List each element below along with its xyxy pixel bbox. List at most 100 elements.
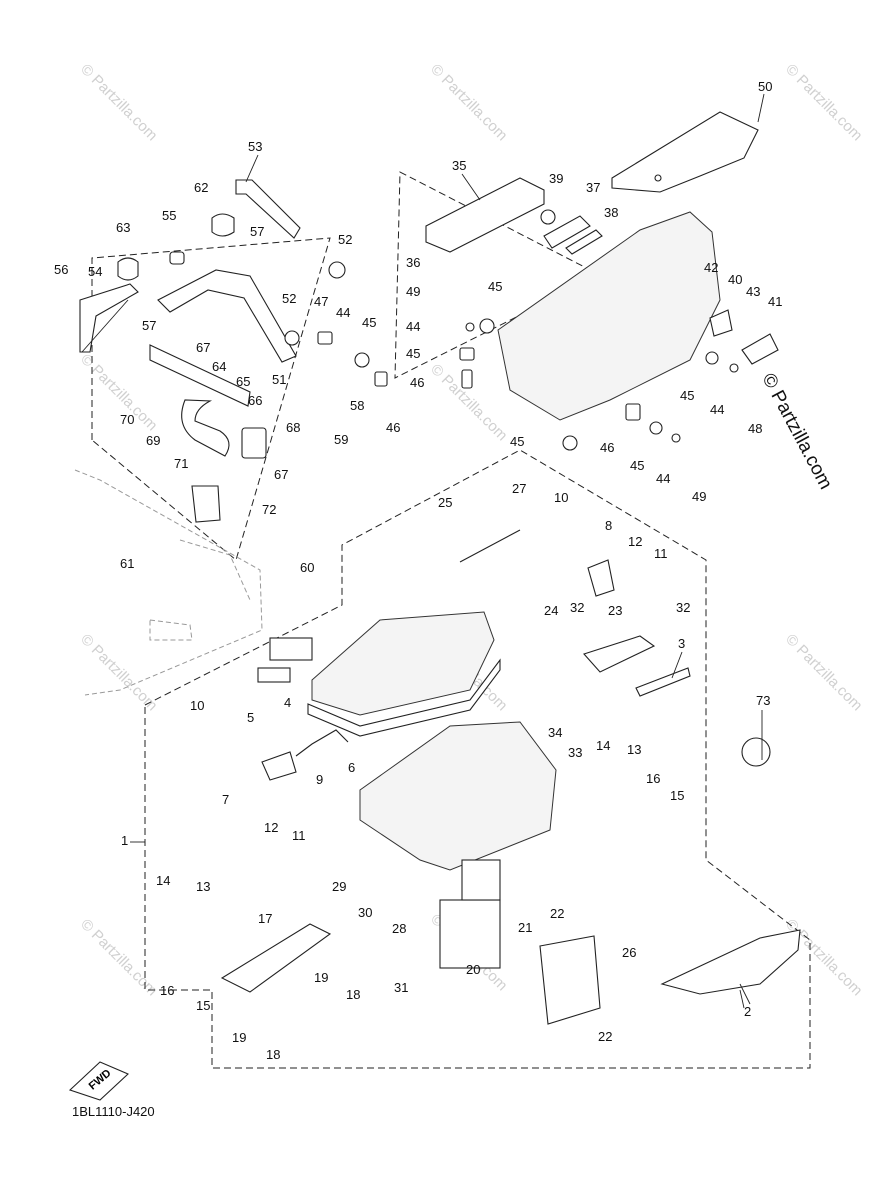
callout-52: 52: [338, 232, 352, 247]
callout-10: 10: [190, 698, 204, 713]
watermark: © Partzilla.com: [77, 61, 160, 144]
callout-65: 65: [236, 374, 250, 389]
callout-68: 68: [286, 420, 300, 435]
callout-59: 59: [334, 432, 348, 447]
callout-62: 62: [194, 180, 208, 195]
cap-52: [284, 330, 300, 346]
callout-46: 46: [386, 420, 400, 435]
callout-40: 40: [728, 272, 742, 287]
watermark: © Partzilla.com: [77, 631, 160, 714]
grommet-45: [649, 421, 663, 435]
callout-13: 13: [196, 879, 210, 894]
callout-8: 8: [605, 518, 612, 533]
upper-bracket-cluster: [79, 179, 388, 523]
bag-outline: [497, 211, 721, 421]
callout-57: 57: [250, 224, 264, 239]
callout-11: 11: [292, 828, 306, 843]
rod-27: [459, 529, 521, 563]
pad-5: [257, 667, 291, 683]
watermark: © Partzilla.com: [427, 61, 510, 144]
callout-73: 73: [756, 693, 770, 708]
callout-30: 30: [358, 905, 372, 920]
callout-23: 23: [608, 603, 622, 618]
stay-54: [79, 283, 139, 353]
callout-labels: 1 2 3 4 5 6 7 8 9 10 10 11 11 12 12 13 1…: [54, 79, 782, 1062]
callout-21: 21: [518, 920, 532, 935]
watermark: © Partzilla.com: [782, 61, 865, 144]
callout-67: 67: [274, 467, 288, 482]
callout-19: 19: [232, 1030, 246, 1045]
callout-45: 45: [488, 279, 502, 294]
hinge-7: [261, 751, 297, 781]
callout-58: 58: [350, 398, 364, 413]
callout-16: 16: [160, 983, 174, 998]
callout-41: 41: [768, 294, 782, 309]
holder-68: [241, 427, 267, 459]
callout-45: 45: [510, 434, 524, 449]
callout-17: 17: [258, 911, 272, 926]
callout-3: 3: [678, 636, 685, 651]
callout-2: 2: [744, 1004, 751, 1019]
callout-47: 47: [314, 294, 328, 309]
frame-bar-66: [149, 344, 251, 407]
lid-assembly: [311, 611, 495, 716]
bracket-40: [709, 309, 733, 337]
fwd-arrow: [68, 1061, 129, 1101]
callout-72: 72: [262, 502, 276, 517]
cap-52: [328, 261, 346, 279]
grommet-45: [479, 318, 495, 334]
collar-39: [540, 209, 556, 225]
callout-44: 44: [336, 305, 350, 320]
callout-56: 56: [54, 262, 68, 277]
case-body: [359, 721, 557, 871]
callout-55: 55: [162, 208, 176, 223]
callout-15: 15: [670, 788, 684, 803]
callout-66: 66: [248, 393, 262, 408]
plate-71: [191, 485, 221, 523]
callout-32: 32: [570, 600, 584, 615]
washer-44: [465, 322, 475, 332]
callout-37: 37: [586, 180, 600, 195]
callout-32: 32: [676, 600, 690, 615]
callout-22: 22: [550, 906, 564, 921]
callout-44: 44: [656, 471, 670, 486]
grommet-45: [562, 435, 578, 451]
callout-39: 39: [549, 171, 563, 186]
callout-12: 12: [264, 820, 278, 835]
callout-25: 25: [438, 495, 452, 510]
hole: [654, 174, 662, 182]
collar-45: [459, 347, 475, 361]
callout-45: 45: [362, 315, 376, 330]
callout-7: 7: [222, 792, 229, 807]
lid-plate: [461, 859, 501, 901]
watermark: © Partzilla.com: [782, 631, 865, 714]
callout-53: 53: [248, 139, 262, 154]
callout-52: 52: [282, 291, 296, 306]
spacer-46: [625, 403, 641, 421]
callout-34: 34: [548, 725, 562, 740]
spacer-55: [169, 251, 185, 265]
wire-9: [295, 729, 349, 757]
callout-33: 33: [568, 745, 582, 760]
diagram-code: 1BL1110-J420: [72, 1104, 155, 1119]
callout-43: 43: [746, 284, 760, 299]
stay-50: [611, 111, 759, 193]
grommet-45: [705, 351, 719, 365]
callout-45: 45: [630, 458, 644, 473]
callout-46: 46: [410, 375, 424, 390]
watermark: © Partzilla.com: [782, 916, 865, 999]
rear-bracket-53: [235, 179, 301, 239]
plate-28: [439, 899, 501, 969]
callout-1: 1: [121, 833, 128, 848]
saddlebag-assembly: [68, 529, 801, 1101]
mount-35: [425, 177, 545, 253]
plate-41: [741, 333, 779, 365]
callout-31: 31: [394, 980, 408, 995]
callout-36: 36: [406, 255, 420, 270]
bracket-17: [220, 923, 332, 993]
callout-45: 45: [680, 388, 694, 403]
callout-13: 13: [627, 742, 641, 757]
reflector-3: [635, 667, 691, 697]
callout-16: 16: [646, 771, 660, 786]
